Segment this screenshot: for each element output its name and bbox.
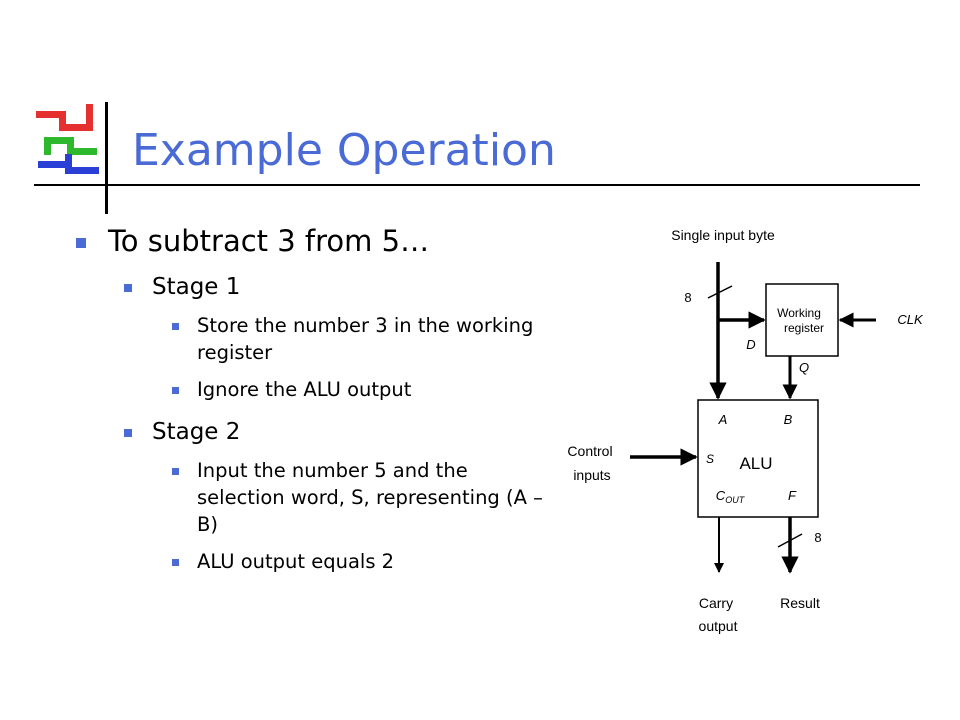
clk-label: CLK — [897, 312, 924, 327]
cout-port-subscript: OUT — [725, 495, 746, 505]
bullet-stage-2-item: Input the number 5 and the selection wor… — [172, 457, 544, 538]
bus-width-bottom-label: 8 — [814, 530, 821, 545]
single-input-byte-label: Single input byte — [671, 227, 775, 243]
control-inputs-label-2: inputs — [573, 467, 610, 483]
stage-1-item-text: Ignore the ALU output — [197, 378, 412, 401]
cout-port-main: C — [716, 488, 726, 503]
stage-2-item-text: ALU output equals 2 — [197, 550, 395, 573]
stage-2-label: Stage 2 — [152, 419, 241, 445]
a-port-label: A — [718, 412, 728, 427]
alu-box — [697, 399, 819, 518]
bus-slash-bottom — [777, 533, 803, 548]
carry-output-label-2: output — [699, 618, 738, 634]
square-bullet-icon — [172, 323, 179, 330]
bus-slash-top — [707, 285, 733, 299]
stage-1-item-text: Store the number 3 in the working regist… — [197, 314, 534, 364]
b-port-label: B — [784, 412, 793, 427]
cout-port-label: COUT — [716, 488, 746, 505]
f-port-label: F — [788, 488, 797, 503]
square-bullet-icon — [172, 559, 179, 566]
bullet-stage-1: Stage 1 — [124, 272, 544, 302]
d-port-label: D — [746, 337, 755, 352]
result-label: Result — [780, 595, 820, 611]
s-port-label: S — [706, 452, 714, 466]
bus-width-top-label: 8 — [684, 290, 691, 305]
logo-icon — [36, 104, 99, 174]
square-bullet-icon — [124, 429, 132, 437]
bullet-stage-2-item: ALU output equals 2 — [172, 548, 544, 575]
alu-circuit-diagram: Single input byte 8 D Working register C… — [567, 227, 924, 634]
bullet-stage-1-item: Ignore the ALU output — [172, 376, 544, 403]
bullet-stage-2: Stage 2 — [124, 417, 544, 447]
working-register-label: Working — [777, 306, 821, 320]
title-divider-vertical — [105, 102, 108, 214]
bullet-list: To subtract 3 from 5… Stage 1 Store the … — [74, 224, 544, 575]
bullet-main: To subtract 3 from 5… — [74, 224, 544, 258]
working-register-label-2: register — [784, 321, 824, 335]
title-divider-horizontal — [34, 184, 920, 186]
bullet-main-text: To subtract 3 from 5… — [108, 224, 430, 258]
carry-output-label: Carry — [699, 595, 733, 611]
slide-title: Example Operation — [132, 125, 556, 176]
square-bullet-icon — [172, 468, 179, 475]
working-register-box — [765, 283, 839, 357]
square-bullet-icon — [124, 284, 132, 292]
bullet-stage-1-item: Store the number 3 in the working regist… — [172, 312, 544, 366]
control-inputs-label: Control — [567, 443, 612, 459]
square-bullet-icon — [172, 387, 179, 394]
square-bullet-icon — [76, 238, 86, 248]
q-port-label: Q — [799, 360, 809, 375]
stage-1-label: Stage 1 — [152, 274, 241, 300]
stage-2-item-text: Input the number 5 and the selection wor… — [197, 459, 543, 536]
alu-label: ALU — [739, 454, 772, 473]
